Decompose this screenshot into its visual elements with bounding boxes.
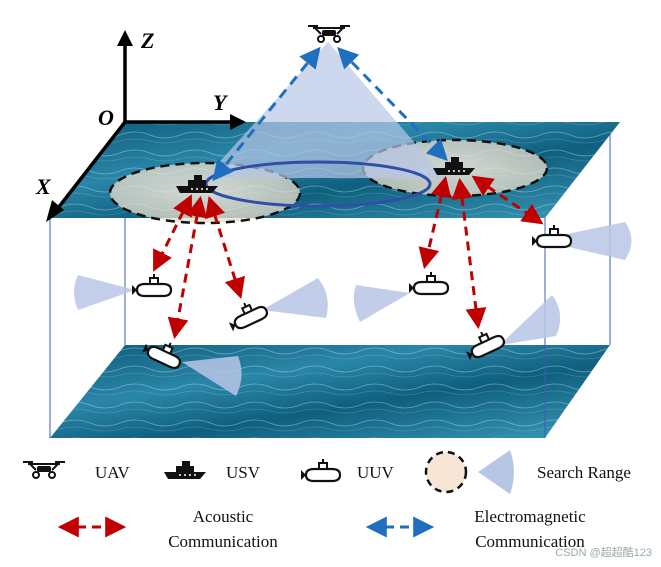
legend-search-cone-icon [478,450,514,494]
axis-label-origin: O [98,105,114,130]
legend-submarine-icon [299,457,342,483]
uav-search-cone [205,42,445,178]
legend-acoustic-line1: Acoustic [193,507,254,526]
coordinate-axes: Z Y O X [35,28,246,222]
legend-search-range-circle-icon [424,450,468,494]
legend-ship-icon [164,461,206,479]
em-link-left [212,46,321,182]
legend: UAV USV UUV Search Range Acoustic Commun… [22,450,631,551]
uav-drone-icon [307,25,351,43]
legend-uav-label: UAV [95,463,130,482]
axis-label-x: X [35,174,52,199]
legend-usv-label: USV [226,463,261,482]
legend-drone-icon [22,461,66,479]
uuv-submarine-icon-1 [130,272,173,298]
uuv-submarine-icon-4 [530,223,573,249]
legend-em-line1: Electromagnetic [474,507,586,526]
legend-uuv-label: UUV [357,463,395,482]
watermark: CSDN @超超酷123 [555,545,652,559]
uuv-submarine-icon-3 [407,270,450,296]
axis-label-y: Y [213,90,229,115]
bottom-water-plane [50,345,610,438]
underwater-search-cones [74,222,632,396]
em-link-right [337,46,448,162]
acoustic-links [153,175,544,340]
legend-search-range-label: Search Range [537,463,631,482]
axis-label-z: Z [140,28,154,53]
legend-acoustic-line2: Communication [168,532,278,551]
legend-em-line2: Communication [475,532,585,551]
uuv-submarine-icon-2 [223,294,270,334]
